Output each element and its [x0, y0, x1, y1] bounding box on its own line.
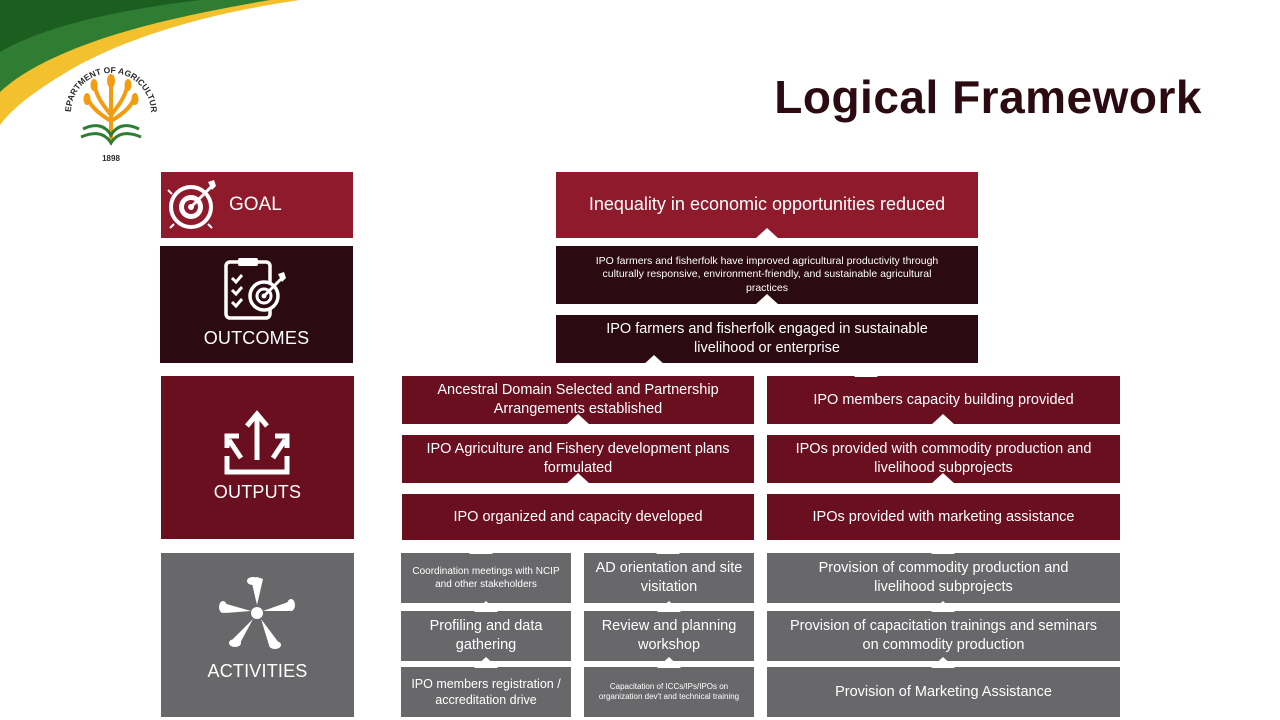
activity-col3-text-1: Provision of commodity production and li… [818, 560, 1069, 595]
activity-col1-text-1: Coordination meetings with NCIP and othe… [412, 566, 560, 590]
activity-col1-text-2: Profiling and data gathering [429, 618, 543, 653]
activity-col2-2: Review and planning workshop [584, 611, 754, 661]
output-right-text-2: IPOs provided with commodity production … [795, 441, 1092, 476]
activity-col1-3: IPO members registration / accreditation… [401, 667, 571, 717]
clipboard-target-icon [220, 256, 292, 322]
activity-col3-2: Provision of capacitation trainings and … [767, 611, 1120, 661]
output-left-text-3: IPO organized and capacity developed [453, 508, 703, 525]
activity-col3-text-3: Provision of Marketing Assistance [835, 683, 1052, 700]
activity-col2-text-2: Review and planning workshop [601, 618, 737, 653]
activity-col2-3: Capacitation of ICCs/IPs/IPOs on organiz… [584, 667, 754, 717]
connector-arrow [854, 366, 878, 377]
connector-arrow [931, 657, 955, 668]
connector-arrow [931, 473, 955, 484]
activity-col3-text-2: Provision of capacitation trainings and … [789, 618, 1098, 653]
connector-arrow [657, 601, 681, 612]
activity-col3-1: Provision of commodity production and li… [767, 553, 1120, 603]
output-left-text-1: Ancestral Domain Selected and Partnershi… [437, 382, 719, 417]
output-right-3: IPOs provided with marketing assistance [767, 494, 1120, 540]
connector-arrow [642, 355, 666, 366]
output-left-text-2: IPO Agriculture and Fishery development … [426, 441, 730, 476]
target-icon [164, 176, 222, 234]
connector-arrow [656, 543, 680, 554]
output-right-text-3: IPOs provided with marketing assistance [812, 508, 1075, 525]
activity-col3-3: Provision of Marketing Assistance [767, 667, 1120, 717]
outcome-text-2: IPO farmers and fisherfolk engaged in su… [606, 321, 928, 356]
page-title: Logical Framework [774, 71, 1202, 123]
category-outcomes-label: OUTCOMES [203, 328, 310, 348]
activity-col2-1: AD orientation and site visitation [584, 553, 754, 603]
category-outputs: OUTPUTS [161, 376, 354, 539]
connector-arrow [931, 414, 955, 425]
output-right-text-1: IPO members capacity building provided [813, 391, 1074, 408]
outcome-box-2: IPO farmers and fisherfolk engaged in su… [556, 315, 978, 363]
output-left-1: Ancestral Domain Selected and Partnershi… [402, 376, 754, 424]
connector-arrow [566, 473, 590, 484]
goal-text: Inequality in economic opportunities red… [588, 194, 946, 215]
connector-arrow [931, 601, 955, 612]
outcome-text-1: IPO farmers and fisherfolk have improved… [595, 254, 939, 294]
connector-arrow [566, 414, 590, 425]
arrows-up-icon [221, 410, 293, 476]
category-activities: ACTIVITIES [161, 553, 354, 717]
activity-col2-text-3: Capacitation of ICCs/IPs/IPOs on organiz… [598, 682, 740, 701]
header-swoosh [0, 0, 300, 125]
activity-col1-1: Coordination meetings with NCIP and othe… [401, 553, 571, 603]
hands-together-icon [217, 575, 297, 649]
svg-text:DEPARTMENT OF AGRICULTURE: DEPARTMENT OF AGRICULTURE [55, 55, 159, 113]
department-logo: DEPARTMENT OF AGRICULTURE 1898 [52, 47, 167, 167]
activity-col1-2: Profiling and data gathering [401, 611, 571, 661]
connector-arrow [474, 657, 498, 668]
activity-col2-text-1: AD orientation and site visitation [595, 560, 743, 595]
logo-year: 1898 [102, 154, 120, 163]
connector-arrow [469, 543, 493, 554]
category-activities-label: ACTIVITIES [207, 661, 308, 681]
connector-arrow [657, 657, 681, 668]
category-goal: GOAL [161, 172, 353, 238]
connector-arrow [931, 543, 955, 554]
goal-box: Inequality in economic opportunities red… [556, 172, 978, 238]
connector-arrow [755, 228, 779, 239]
activity-col1-text-3: IPO members registration / accreditation… [411, 676, 561, 707]
connector-arrow [474, 601, 498, 612]
connector-arrow [755, 294, 779, 305]
category-goal-label: GOAL [229, 194, 282, 215]
category-outputs-label: OUTPUTS [213, 482, 302, 502]
output-left-3: IPO organized and capacity developed [402, 494, 754, 540]
category-outcomes: OUTCOMES [160, 246, 353, 363]
